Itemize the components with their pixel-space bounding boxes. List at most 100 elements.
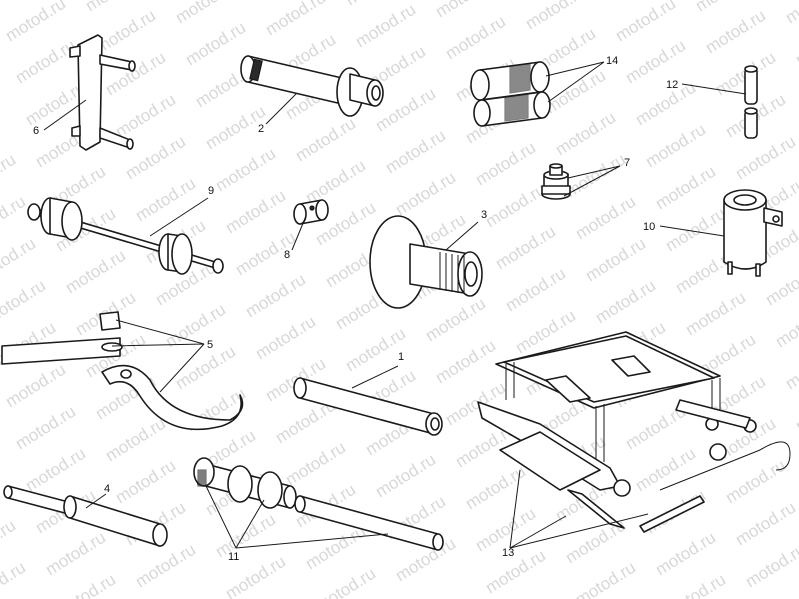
part-2-tube <box>240 55 384 117</box>
leader-13 <box>509 469 649 549</box>
watermark-text: motod.ru <box>732 498 799 550</box>
watermark-text: motod.ru <box>252 312 319 364</box>
watermark-text: motod.ru <box>662 204 729 256</box>
watermark-text: motod.ru <box>462 462 529 514</box>
watermark-text: motod.ru <box>372 450 439 502</box>
watermark-text: motod.ru <box>112 456 179 508</box>
watermark-text: motod.ru <box>382 126 449 178</box>
callout-2: 2 <box>258 123 264 135</box>
watermark-text: motod.ru <box>492 222 559 274</box>
watermark-text: motod.ru <box>112 90 179 142</box>
callout-11: 11 <box>228 551 239 563</box>
watermark-text: motod.ru <box>352 0 419 51</box>
leader-1 <box>351 365 399 389</box>
watermark-text: motod.ru <box>102 48 169 100</box>
watermark-text: motod.ru <box>542 66 609 118</box>
leader-8 <box>291 215 307 251</box>
watermark-text: motod.ru <box>62 246 129 298</box>
watermark-text: motod.ru <box>282 438 349 490</box>
watermark-text: motod.ru <box>12 402 79 454</box>
watermark-text: motod.ru <box>642 120 709 172</box>
watermark-text: motod.ru <box>102 414 169 466</box>
part-10-clamp <box>723 189 783 277</box>
watermark-text: motod.ru <box>132 540 199 592</box>
part-5-spanners <box>1 311 244 431</box>
part-14-sleeves <box>470 61 551 127</box>
watermark-text: motod.ru <box>662 570 729 599</box>
watermark-text: motod.ru <box>212 144 279 196</box>
watermark-text: motod.ru <box>472 138 539 190</box>
watermark-text: motod.ru <box>582 234 649 286</box>
watermark-text: motod.ru <box>482 546 549 598</box>
watermark-text: motod.ru <box>722 456 789 508</box>
watermark-text: motod.ru <box>622 36 689 88</box>
watermark-text: motod.ru <box>52 570 119 599</box>
watermark-text: motod.ru <box>552 108 619 160</box>
callout-9: 9 <box>208 185 214 197</box>
watermark-text: motod.ru <box>222 186 289 238</box>
callouts: 1 2 3 4 5 6 7 8 9 10 11 12 13 14 <box>33 55 678 563</box>
watermark-text: motod.ru <box>432 336 499 388</box>
watermark-text: motod.ru <box>2 360 69 412</box>
watermark-text: motod.ru <box>572 192 639 244</box>
watermark-text: motod.ru <box>342 324 409 376</box>
watermark-text: motod.ru <box>2 0 69 45</box>
watermark-text: motod.ru <box>572 558 639 599</box>
leader-5 <box>111 319 205 393</box>
watermark-text: motod.ru <box>262 0 329 39</box>
leader-lines <box>43 61 747 549</box>
callout-5: 5 <box>207 339 213 351</box>
callout-1: 1 <box>398 351 404 363</box>
callout-12: 12 <box>666 79 678 91</box>
part-12-pins <box>744 65 758 139</box>
watermark-text: motod.ru <box>212 510 279 562</box>
callout-14: 14 <box>606 55 618 67</box>
watermark-text: motod.ru <box>592 276 659 328</box>
watermark-text: motod.ru <box>42 528 109 580</box>
watermark-text: motod.ru <box>132 174 199 226</box>
watermark-text: motod.ru <box>292 114 359 166</box>
callout-7: 7 <box>624 157 630 169</box>
callout-6: 6 <box>33 125 39 137</box>
leader-11 <box>205 485 389 549</box>
leader-9 <box>149 197 209 237</box>
part-3-flange <box>369 215 483 309</box>
leader-14 <box>545 61 605 103</box>
part-11-drift <box>193 457 444 551</box>
part-9-rod <box>27 197 224 275</box>
watermark-text: motod.ru <box>422 294 489 346</box>
callout-4: 4 <box>104 483 110 495</box>
callout-10: 10 <box>643 221 655 233</box>
leader-4 <box>85 493 107 509</box>
leader-10 <box>659 225 725 237</box>
watermark-text: motod.ru <box>522 0 589 33</box>
watermark-text: motod.ru <box>562 150 629 202</box>
callout-13: 13 <box>502 547 514 559</box>
watermark-text: motod.ru <box>0 558 29 599</box>
watermark-text: motod.ru <box>502 264 569 316</box>
part-7-nut <box>541 163 571 200</box>
watermark-text: motod.ru <box>302 156 369 208</box>
watermark-text: motod.ru <box>762 258 799 310</box>
leader-3 <box>445 221 479 251</box>
leader-12 <box>681 83 747 95</box>
watermark-text: motod.ru <box>742 540 799 592</box>
watermark-text: motod.ru <box>12 36 79 88</box>
leader-6 <box>43 99 87 131</box>
part-13-stand <box>477 331 791 533</box>
leader-7 <box>563 165 621 197</box>
watermark-text: motod.ru <box>612 0 679 45</box>
watermark-text: motod.ru <box>312 564 379 599</box>
part-4-drift <box>3 485 168 547</box>
watermark-text: motod.ru <box>682 288 749 340</box>
watermark-text: motod.ru <box>162 300 229 352</box>
part-6-bracket <box>69 34 136 151</box>
watermark-text: motod.ru <box>22 444 89 496</box>
part-8-bushing <box>293 199 329 225</box>
watermark-text: motod.ru <box>652 162 719 214</box>
watermark-text: motod.ru <box>772 300 799 352</box>
callout-8: 8 <box>284 249 290 261</box>
watermark-text: motod.ru <box>302 522 369 574</box>
